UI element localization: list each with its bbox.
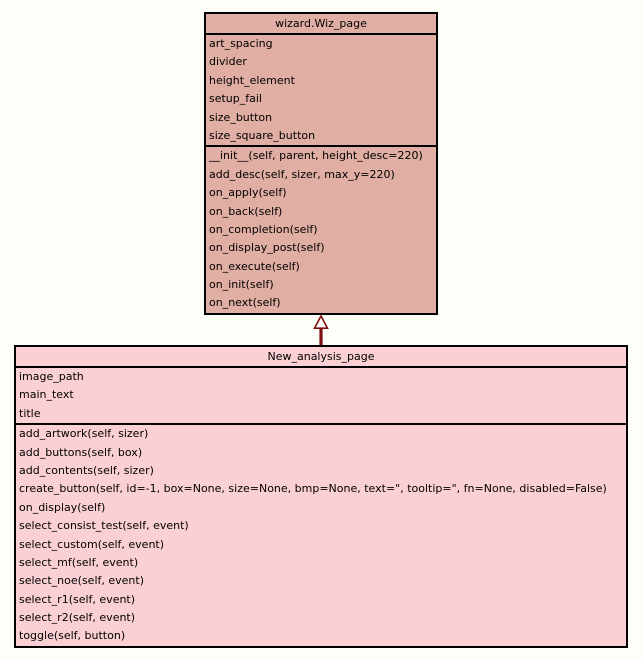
attribute-row: title (19, 406, 41, 420)
attribute-row: setup_fail (209, 92, 262, 106)
method-row: create_button(self, id=-1, box=None, siz… (19, 482, 607, 496)
method-row: select_consist_test(self, event) (19, 519, 189, 533)
class-title: New_analysis_page (16, 347, 626, 368)
method-row: __init__(self, parent, height_desc=220) (209, 149, 423, 163)
method-row: on_display(self) (19, 500, 106, 514)
attributes-compartment: image_path main_text title (16, 368, 626, 426)
attribute-row: image_path (19, 370, 84, 383)
methods-compartment: __init__(self, parent, height_desc=220) … (206, 147, 436, 313)
method-row: select_mf(self, event) (19, 555, 139, 569)
attribute-row: height_element (209, 73, 295, 87)
method-row: add_artwork(self, sizer) (19, 427, 149, 441)
method-row: on_apply(self) (209, 186, 287, 200)
method-row: select_noe(self, event) (19, 574, 144, 588)
methods-compartment: add_artwork(self, sizer) add_buttons(sel… (16, 425, 626, 646)
method-row: select_r1(self, event) (19, 592, 136, 606)
method-row: on_init(self) (209, 278, 274, 292)
class-box-new-analysis-page: New_analysis_page image_path main_text t… (14, 345, 628, 648)
method-row: on_completion(self) (209, 222, 318, 236)
class-title: wizard.Wiz_page (206, 14, 436, 35)
method-row: on_back(self) (209, 204, 283, 218)
method-row: add_buttons(self, box) (19, 445, 143, 459)
method-row: select_r2(self, event) (19, 611, 136, 625)
inheritance-triangle-icon (313, 315, 329, 345)
attribute-row: size_square_button (209, 128, 316, 142)
method-row: on_next(self) (209, 296, 281, 310)
method-row: add_desc(self, sizer, max_y=220) (209, 167, 395, 181)
method-row: select_custom(self, event) (19, 537, 165, 551)
method-row: on_display_post(self) (209, 241, 325, 255)
attribute-row: size_button (209, 110, 273, 124)
attribute-row: art_spacing (209, 37, 273, 50)
method-row: toggle(self, button) (19, 629, 126, 643)
attribute-row: main_text (19, 388, 74, 402)
class-box-wiz-page: wizard.Wiz_page art_spacing divider heig… (204, 12, 438, 315)
method-row: add_contents(self, sizer) (19, 463, 154, 477)
inheritance-arrow (313, 315, 329, 345)
method-row: on_execute(self) (209, 259, 300, 273)
attributes-compartment: art_spacing divider height_element setup… (206, 35, 436, 148)
attribute-row: divider (209, 55, 247, 69)
